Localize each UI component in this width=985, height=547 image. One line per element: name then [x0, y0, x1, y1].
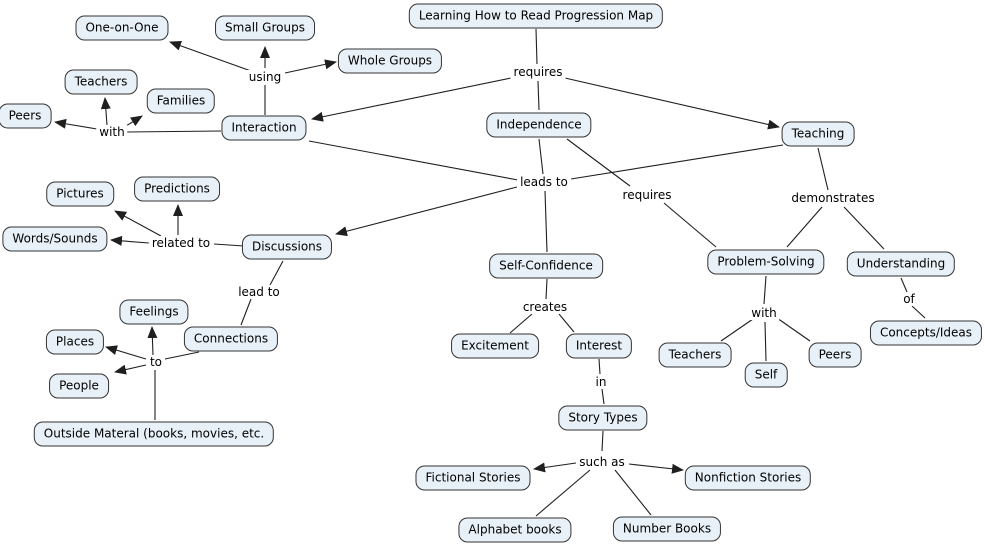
edge-line [509, 313, 533, 334]
concept-node-interest[interactable]: Interest [565, 333, 633, 359]
edge-line [601, 388, 605, 405]
edge-line [535, 28, 538, 65]
edge-line [54, 118, 98, 130]
edge-line [545, 278, 548, 300]
concept-node-discussions[interactable]: Discussions [241, 234, 333, 260]
link-label-leads-to[interactable]: leads to [517, 175, 571, 189]
edge-line [817, 147, 829, 191]
concept-node-story-types[interactable]: Story Types [558, 405, 648, 431]
concept-node-number-books[interactable]: Number Books [612, 516, 722, 542]
link-label-demonstrates[interactable]: demonstrates [788, 191, 878, 205]
edge-line [125, 115, 143, 127]
concept-node-peers-right[interactable]: Peers [808, 342, 862, 368]
concept-node-fictional-stories[interactable]: Fictional Stories [415, 465, 531, 491]
edge-line [535, 469, 591, 517]
concept-node-people[interactable]: People [49, 373, 109, 399]
edge-line [601, 430, 604, 452]
edge-line [763, 275, 767, 305]
concept-node-one-on-one[interactable]: One-on-One [75, 15, 169, 41]
concept-node-interaction[interactable]: Interaction [221, 115, 307, 141]
edge-line [308, 140, 519, 181]
edge-line [284, 59, 337, 74]
edge-line [614, 469, 652, 516]
edge-line [628, 463, 684, 474]
link-label-such-as[interactable]: such as [576, 455, 628, 469]
concept-node-places[interactable]: Places [45, 329, 105, 355]
concept-node-predictions[interactable]: Predictions [134, 176, 220, 202]
edge-line [564, 77, 780, 130]
link-label-of[interactable]: of [900, 292, 918, 306]
concept-node-pictures[interactable]: Pictures [46, 181, 114, 207]
edge-line [533, 462, 577, 473]
link-label-lead-to[interactable]: lead to [235, 285, 283, 299]
edge-line [105, 345, 147, 360]
concept-node-teachers-left[interactable]: Teachers [64, 69, 138, 95]
concept-node-learning-map[interactable]: Learning How to Read Progression Map [408, 3, 664, 29]
link-label-requires-right[interactable]: requires [619, 188, 675, 202]
edge-line [311, 77, 512, 122]
concept-node-teaching[interactable]: Teaching [781, 121, 855, 147]
link-label-with-left[interactable]: with [96, 125, 128, 139]
concept-node-self-confidence[interactable]: Self-Confidence [489, 253, 603, 279]
edge-line [598, 358, 601, 375]
edge-line [663, 202, 717, 248]
concept-node-small-groups[interactable]: Small Groups [215, 15, 315, 41]
concept-node-problem-solving[interactable]: Problem-Solving [707, 249, 825, 275]
concept-node-families[interactable]: Families [146, 88, 216, 114]
concept-node-nonfiction-stories[interactable]: Nonfiction Stories [684, 465, 812, 491]
edge-line [566, 138, 631, 187]
edge-line [110, 235, 150, 246]
concept-node-alphabet-books[interactable]: Alphabet books [458, 517, 572, 543]
edge-line [164, 351, 200, 360]
edge-line [776, 317, 811, 342]
edge-line [720, 318, 754, 342]
concept-node-words-sounds[interactable]: Words/Sounds [2, 226, 108, 252]
edge-line [537, 80, 540, 111]
edge-line [558, 313, 575, 333]
concept-node-outside-material[interactable]: Outside Materal (books, movies, etc. [33, 421, 275, 447]
link-label-using[interactable]: using [245, 70, 285, 84]
edge-line [269, 260, 284, 286]
edge-line [538, 138, 544, 175]
edge-line [570, 144, 784, 180]
edge-line [240, 298, 252, 326]
concept-node-independence[interactable]: Independence [486, 112, 592, 138]
edge-line [169, 41, 252, 72]
edge-line [843, 206, 885, 250]
concept-node-self[interactable]: Self [744, 362, 788, 388]
concept-node-whole-groups[interactable]: Whole Groups [337, 48, 443, 74]
edge-line [911, 305, 926, 319]
link-label-in[interactable]: in [592, 375, 610, 389]
link-label-with-right[interactable]: with [748, 306, 780, 320]
edge-line [335, 186, 518, 237]
edge-line [114, 210, 162, 237]
link-label-requires-top[interactable]: requires [510, 65, 566, 79]
concept-node-teachers-right[interactable]: Teachers [658, 342, 732, 368]
link-label-creates[interactable]: creates [519, 300, 571, 314]
edge-line [900, 277, 908, 293]
concept-node-peers-left[interactable]: Peers [0, 103, 52, 129]
edge-line [100, 97, 111, 126]
concept-node-concepts-ideas[interactable]: Concepts/Ideas [869, 320, 983, 346]
edge-line [114, 364, 147, 375]
edge-line [544, 190, 548, 253]
concept-node-excitement[interactable]: Excitement [451, 333, 539, 359]
edge-line [764, 321, 767, 362]
edge-line [213, 243, 245, 247]
link-label-related-to[interactable]: related to [148, 236, 214, 250]
concept-node-connections[interactable]: Connections [183, 326, 279, 352]
edge-line [147, 326, 158, 356]
edge-line [786, 206, 823, 248]
edge-line [126, 130, 222, 133]
concept-node-understanding[interactable]: Understanding [846, 251, 956, 277]
concept-node-feelings[interactable]: Feelings [119, 299, 189, 325]
link-label-to[interactable]: to [146, 355, 166, 369]
